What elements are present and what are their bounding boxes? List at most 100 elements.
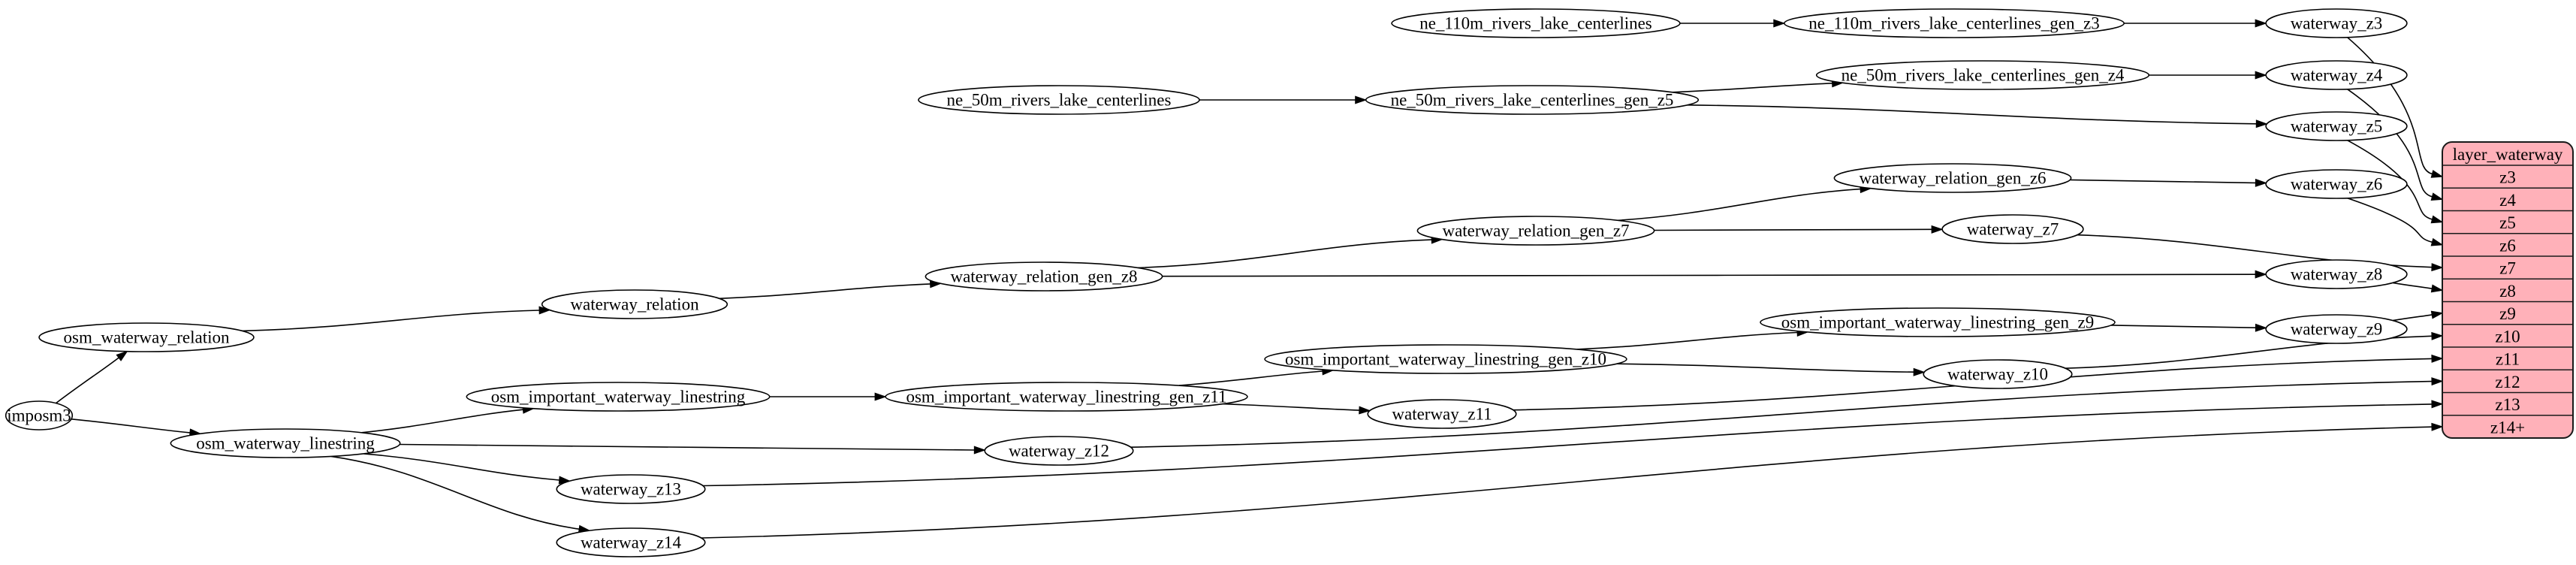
- node-label-waterway_z12: waterway_z12: [1009, 442, 1109, 461]
- node-ellipse-waterway_z8: [2265, 259, 2408, 289]
- node-label-waterway_relation: waterway_relation: [570, 295, 699, 314]
- edge-osm_important_waterway_linestring_gen_z10-to-waterway_z10: [1616, 363, 1926, 376]
- node-osm_important_waterway_linestring_gen_z11: osm_important_waterway_linestring_gen_z1…: [885, 382, 1248, 412]
- edge-arrowhead: [2431, 354, 2444, 363]
- edge-line: [1654, 228, 1932, 231]
- node-waterway_z14: waterway_z14: [556, 527, 706, 557]
- edge-osm_waterway_linestring-to-waterway_z12: [400, 443, 986, 455]
- node-ne_50m_rivers_lake_centerlines_gen_z5: ne_50m_rivers_lake_centerlines_gen_z5: [1365, 85, 1700, 115]
- edge-ne_110m_rivers_lake_centerlines-to-ne_110m_rivers_lake_centerlines_gen_z3: [1679, 19, 1786, 28]
- edge-line: [1137, 239, 1432, 269]
- edge-line: [2347, 37, 2433, 175]
- edge-osm_waterway_linestring-to-osm_important_waterway_linestring: [361, 405, 535, 434]
- record-row-z3: z3: [2499, 168, 2516, 187]
- node-ellipse-waterway_z6: [2265, 169, 2408, 199]
- edge-line: [2070, 179, 2256, 184]
- node-osm_waterway_relation: osm_waterway_relation: [38, 322, 255, 352]
- record-row-z14+: z14+: [2490, 418, 2525, 437]
- node-ellipse-waterway_z4: [2265, 60, 2408, 90]
- node-ellipse-ne_50m_rivers_lake_centerlines: [918, 85, 1200, 115]
- edge-line: [1130, 380, 2433, 448]
- edge-waterway_z3-to-layer_waterway-z3: [2347, 37, 2444, 178]
- edge-ne_50m_rivers_lake_centerlines-to-ne_50m_rivers_lake_centerlines_gen_z5: [1199, 95, 1368, 104]
- node-label-osm_waterway_linestring: osm_waterway_linestring: [196, 434, 375, 453]
- edge-line: [1576, 331, 1798, 350]
- node-waterway_relation: waterway_relation: [541, 289, 728, 319]
- record-row-z6: z6: [2499, 236, 2516, 255]
- edge-line: [330, 455, 580, 530]
- record-row-z8: z8: [2499, 282, 2516, 301]
- record-row-z11: z11: [2496, 350, 2520, 369]
- record-row-z7: z7: [2499, 259, 2516, 278]
- edge-waterway_relation_gen_z7-to-waterway_relation_gen_z6: [1617, 185, 1872, 222]
- node-label-waterway_z13: waterway_z13: [581, 480, 681, 499]
- node-label-waterway_relation_gen_z7: waterway_relation_gen_z7: [1442, 222, 1629, 240]
- node-imposm3: imposm3: [5, 400, 74, 431]
- record-row-z4: z4: [2499, 191, 2516, 210]
- node-label-waterway_z11: waterway_z11: [1392, 405, 1492, 424]
- node-label-osm_waterway_relation: osm_waterway_relation: [64, 328, 230, 347]
- node-osm_important_waterway_linestring_gen_z10: osm_important_waterway_linestring_gen_z1…: [1264, 344, 1627, 374]
- node-waterway_z8: waterway_z8: [2265, 259, 2408, 289]
- edge-line: [1616, 363, 1914, 373]
- edge-arrowhead: [2431, 422, 2444, 431]
- edge-waterway_relation_gen_z6-to-waterway_z6: [2070, 178, 2267, 187]
- node-ellipse-waterway_z7: [1941, 214, 2084, 244]
- node-label-ne_110m_rivers_lake_centerlines: ne_110m_rivers_lake_centerlines: [1419, 14, 1652, 33]
- edge-line: [2347, 198, 2433, 243]
- edge-line: [2110, 325, 2256, 328]
- node-ellipse-osm_waterway_linestring: [170, 428, 401, 458]
- edge-line: [363, 453, 560, 481]
- edge-arrowhead: [2430, 284, 2444, 293]
- edge-line: [701, 426, 2433, 539]
- record-row-z12: z12: [2495, 373, 2520, 391]
- node-waterway_z6: waterway_z6: [2265, 169, 2408, 199]
- node-waterway_z12: waterway_z12: [984, 436, 1134, 466]
- edge-arrowhead: [874, 392, 887, 401]
- edge-imposm3-to-osm_waterway_linestring: [71, 418, 202, 437]
- edge-line: [2347, 89, 2433, 198]
- edge-waterway_relation-to-waterway_relation_gen_z8: [719, 279, 943, 300]
- edge-waterway_z14-to-layer_waterway-z14+: [701, 422, 2444, 539]
- record-row-z13: z13: [2495, 395, 2520, 414]
- edge-arrowhead: [2431, 400, 2444, 409]
- node-label-waterway_z8: waterway_z8: [2291, 265, 2383, 284]
- edge-osm_important_waterway_linestring_gen_z11-to-waterway_z11: [1223, 403, 1371, 415]
- edge-osm_important_waterway_linestring_gen_z10-to-osm_important_waterway_linestring_gen_z9: [1576, 328, 1809, 350]
- edge-arrowhead: [2430, 192, 2444, 201]
- edge-line: [1223, 403, 1359, 411]
- node-ellipse-waterway_z12: [984, 436, 1134, 466]
- node-waterway_z10: waterway_z10: [1923, 359, 2073, 389]
- node-label-ne_110m_rivers_lake_centerlines_gen_z3: ne_110m_rivers_lake_centerlines_gen_z3: [1808, 14, 2099, 33]
- record-title: layer_waterway: [2453, 145, 2563, 164]
- node-waterway_z9: waterway_z9: [2265, 314, 2408, 344]
- nodes-layer: imposm3 osm_waterway_relation waterway_rel…: [5, 8, 2574, 557]
- edge-line: [2392, 314, 2433, 322]
- edge-arrowhead: [1355, 95, 1368, 104]
- edge-osm_important_waterway_linestring_gen_z9-to-waterway_z9: [2110, 323, 2267, 332]
- node-osm_important_waterway_linestring: osm_important_waterway_linestring: [466, 382, 771, 412]
- edge-arrowhead: [2255, 178, 2267, 187]
- node-waterway_z4: waterway_z4: [2265, 60, 2408, 90]
- edge-osm_important_waterway_linestring_gen_z11-to-osm_important_waterway_linestring_gen_z10: [1179, 367, 1335, 386]
- edge-waterway_z9-to-layer_waterway-z9: [2392, 310, 2444, 322]
- edge-arrowhead: [2255, 19, 2267, 28]
- node-label-waterway_relation_gen_z6: waterway_relation_gen_z6: [1859, 169, 2046, 188]
- node-label-ne_50m_rivers_lake_centerlines: ne_50m_rivers_lake_centerlines: [947, 91, 1172, 110]
- edge-line: [702, 403, 2433, 487]
- edges-layer: [56, 19, 2444, 539]
- node-ellipse-waterway_relation_gen_z8: [925, 261, 1163, 292]
- node-ellipse-waterway_z13: [556, 474, 706, 504]
- edge-waterway_z13-to-layer_waterway-z13: [702, 400, 2444, 487]
- edge-arrowhead: [973, 446, 986, 455]
- edge-arrowhead: [1913, 367, 1926, 376]
- node-ellipse-osm_important_waterway_linestring_gen_z10: [1264, 344, 1627, 374]
- edge-ne_50m_rivers_lake_centerlines_gen_z5-to-ne_50m_rivers_lake_centerlines_gen_z4: [1672, 79, 1845, 93]
- edge-arrowhead: [2255, 270, 2267, 279]
- node-waterway_z11: waterway_z11: [1367, 399, 1517, 429]
- node-waterway_z5: waterway_z5: [2265, 111, 2408, 141]
- edge-ne_50m_rivers_lake_centerlines_gen_z4-to-waterway_z4: [2149, 71, 2267, 80]
- node-ellipse-waterway_z5: [2265, 111, 2408, 141]
- edge-line: [361, 409, 523, 434]
